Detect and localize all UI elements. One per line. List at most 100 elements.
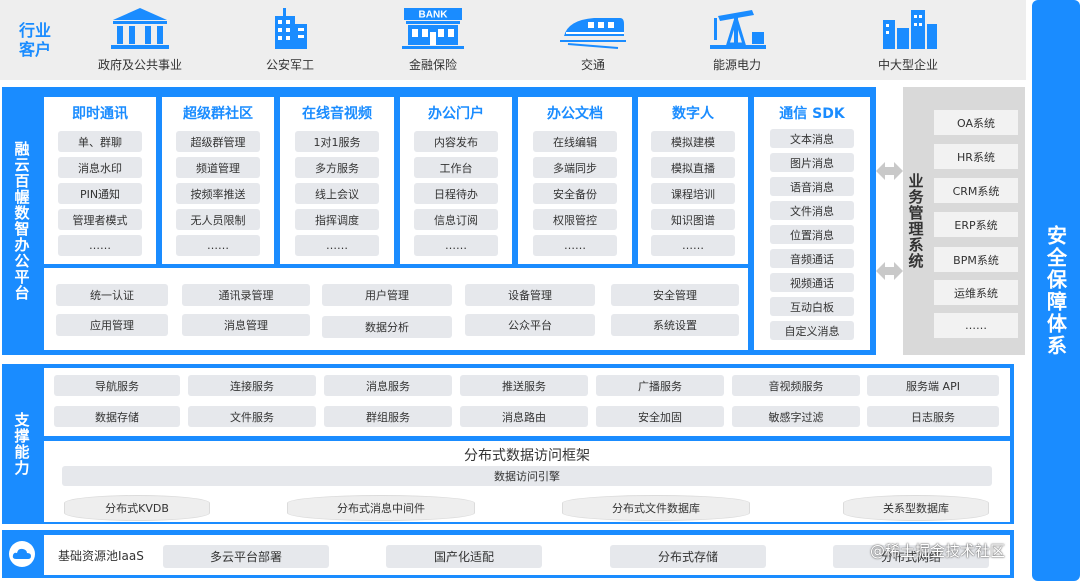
module-item: 单、群聊 — [58, 131, 142, 152]
iaas-item: 分布式网络 — [833, 545, 989, 568]
support-item: 广播服务 — [596, 375, 724, 396]
cloud-icon — [9, 541, 35, 567]
module-item: 工作台 — [414, 157, 498, 178]
support-item: 连接服务 — [188, 375, 316, 396]
module-portal: 办公门户 内容发布 工作台 日程待办 信息订阅 …… — [400, 97, 512, 264]
sdk-item: 视频通话 — [770, 273, 854, 292]
industry-item-traffic: 交通 — [528, 6, 658, 76]
business-item: CRM系统 — [934, 178, 1018, 203]
module-item: 多端同步 — [533, 157, 617, 178]
sdk-title: 通信 SDK — [779, 106, 845, 122]
business-item: ERP系统 — [934, 212, 1018, 237]
sdk-item: 自定义消息 — [770, 321, 854, 340]
bank-icon: BANK — [402, 8, 464, 49]
module-item: 信息订阅 — [414, 209, 498, 230]
module-av: 在线音视频 1对1服务 多方服务 线上会议 指挥调度 …… — [280, 97, 394, 264]
train-icon — [560, 18, 626, 49]
module-super-group: 超级群社区 超级群管理 频道管理 按频率推送 无人员限制 …… — [162, 97, 274, 264]
industry-item-label: 政府及公共事业 — [97, 58, 182, 72]
iaas-item: 国产化适配 — [386, 545, 542, 568]
sdk-item: 文件消息 — [770, 201, 854, 220]
storage-cylinder: 分布式文件数据库 — [562, 495, 750, 521]
support-item: 数据存储 — [54, 406, 180, 427]
support-item: 消息路由 — [460, 406, 588, 427]
industry-item-police: 公安军工 — [225, 6, 355, 76]
module-title: 办公门户 — [428, 106, 484, 122]
core-item: 数据分析 — [322, 316, 452, 338]
module-item: 模拟建模 — [651, 131, 735, 152]
support-item: 导航服务 — [54, 375, 180, 396]
support-item: 日志服务 — [867, 406, 999, 427]
support-item: 消息服务 — [324, 375, 452, 396]
industry-row — [0, 0, 1026, 80]
module-item: 内容发布 — [414, 131, 498, 152]
module-item: 权限管控 — [533, 209, 617, 230]
iaas-label: 基础资源池IaaS — [58, 548, 144, 563]
core-services-box: 统一认证 通讯录管理 用户管理 设备管理 安全管理 应用管理 消息管理 数据分析… — [44, 268, 748, 350]
sdk-item: 互动白板 — [770, 297, 854, 316]
industry-item-energy: 能源电力 — [672, 6, 802, 76]
module-title: 在线音视频 — [302, 106, 372, 122]
industry-item-enterprise: 中大型企业 — [843, 6, 973, 76]
support-item: 服务端 API — [867, 375, 999, 396]
iaas-item: 分布式存储 — [610, 545, 766, 568]
core-item: 系统设置 — [611, 314, 739, 336]
module-item: PIN通知 — [58, 183, 142, 204]
distributed-framework-title: 分布式数据访问框架 — [464, 448, 590, 464]
industry-item-label: 能源电力 — [712, 58, 761, 72]
government-building-icon — [111, 8, 169, 49]
iaas-item: 多云平台部署 — [163, 545, 329, 568]
module-title: 办公文档 — [547, 106, 603, 122]
business-item: OA系统 — [934, 110, 1018, 135]
module-item: …… — [176, 235, 260, 256]
core-item: 安全管理 — [611, 284, 739, 306]
industry-item-label: 金融保险 — [408, 58, 457, 72]
module-item: 1对1服务 — [295, 131, 379, 152]
support-item: 音视频服务 — [732, 375, 860, 396]
module-instant-messaging: 即时通讯 单、群聊 消息水印 PIN通知 管理者模式 …… — [44, 97, 156, 264]
support-label: 支撑能力 — [12, 412, 31, 476]
sdk-item: 音频通话 — [770, 249, 854, 268]
module-item: …… — [651, 235, 735, 256]
module-item: 多方服务 — [295, 157, 379, 178]
module-item: 频道管理 — [176, 157, 260, 178]
module-item: 线上会议 — [295, 183, 379, 204]
industry-item-label: 公安军工 — [265, 58, 314, 72]
sdk-item: 位置消息 — [770, 225, 854, 244]
industry-label-line1: 行业 — [18, 21, 51, 40]
bank-icon-text: BANK — [419, 10, 449, 21]
sdk-item: 文本消息 — [770, 129, 854, 148]
sdk-item: 语音消息 — [770, 177, 854, 196]
core-item: 公众平台 — [465, 314, 595, 336]
module-item: …… — [58, 235, 142, 256]
platform-label: 融云百幄数智办公平台 — [12, 141, 31, 301]
storage-cylinder: 分布式消息中间件 — [287, 495, 475, 521]
factory-icon — [883, 10, 937, 49]
module-item: 管理者模式 — [58, 209, 142, 230]
module-item: 无人员限制 — [176, 209, 260, 230]
storage-cylinder: 分布式KVDB — [64, 495, 210, 521]
business-item: HR系统 — [934, 144, 1018, 169]
industry-label: 行业 客户 — [0, 0, 70, 80]
sdk-item: 图片消息 — [770, 153, 854, 172]
core-item: 消息管理 — [182, 314, 310, 336]
module-item: …… — [295, 235, 379, 256]
module-item: 安全备份 — [533, 183, 617, 204]
module-item: …… — [414, 235, 498, 256]
support-item: 文件服务 — [188, 406, 316, 427]
industry-item-government: 政府及公共事业 — [75, 6, 205, 76]
business-item: BPM系统 — [934, 247, 1018, 272]
module-item: …… — [533, 235, 617, 256]
core-item: 统一认证 — [56, 284, 168, 306]
support-item: 推送服务 — [460, 375, 588, 396]
business-item: 运维系统 — [934, 280, 1018, 305]
core-item: 通讯录管理 — [182, 284, 310, 306]
core-item: 应用管理 — [56, 314, 168, 336]
support-services-box: 导航服务 连接服务 消息服务 推送服务 广播服务 音视频服务 服务端 API 数… — [44, 368, 1010, 436]
security-label: 安全保障体系 — [1043, 224, 1068, 357]
industry-item-bank: BANK 金融保险 — [368, 6, 498, 76]
bidirectional-arrow-icon — [876, 262, 903, 280]
module-title: 即时通讯 — [72, 106, 128, 122]
industry-label-line2: 客户 — [18, 40, 51, 59]
module-digital-human: 数字人 模拟建模 模拟直播 课程培训 知识图谱 …… — [638, 97, 748, 264]
